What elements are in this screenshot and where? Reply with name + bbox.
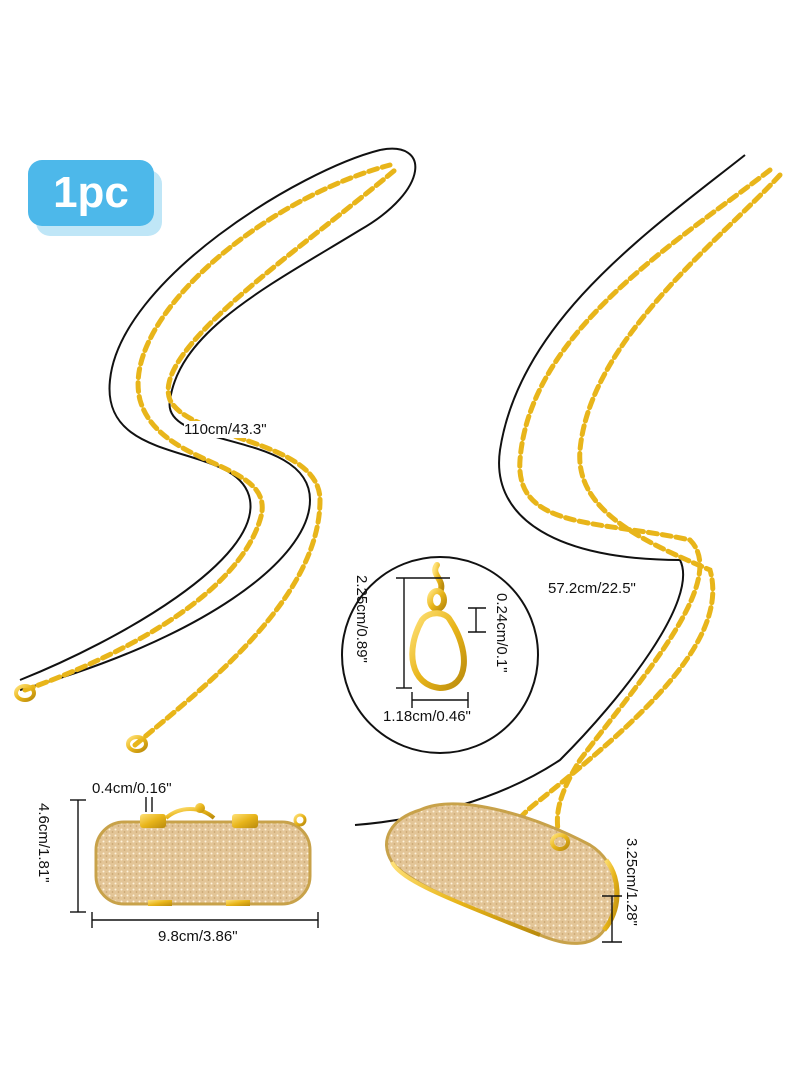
right-chain-strand-a	[517, 167, 773, 843]
clasp-width-label: 1.18cm/0.46"	[383, 708, 471, 725]
lobster-clasp	[409, 562, 467, 692]
case-angled-view	[385, 802, 620, 945]
case-depth-dimension	[602, 895, 622, 943]
left-chain-strand-b	[132, 167, 398, 748]
right-chain-strand-b	[507, 172, 783, 833]
left-chain-outline	[19, 147, 417, 691]
case-front-view	[94, 803, 312, 906]
right-chain-outline	[354, 154, 746, 826]
clasp-length-label: 2.25cm/0.89"	[353, 575, 370, 663]
quantity-badge: 1pc	[28, 160, 162, 236]
chain-total-length-label: 110cm/43.3"	[184, 421, 267, 438]
clasp-thickness-label: 0.24cm/0.1"	[493, 593, 510, 673]
chain-drop-length-label: 57.2cm/22.5"	[548, 580, 636, 597]
clasp-dimension-lines	[396, 577, 486, 708]
left-clasp-b	[126, 735, 148, 753]
left-chain-strand-a	[22, 162, 393, 693]
case-height-label: 4.6cm/1.81"	[35, 803, 52, 883]
case-width-label: 9.8cm/3.86"	[158, 928, 238, 945]
case-depth-label: 3.25cm/1.28"	[623, 838, 640, 926]
clasp-detail-circle	[341, 556, 539, 754]
quantity-badge-text: 1pc	[28, 160, 154, 226]
case-dimension-lines	[70, 790, 319, 928]
hinge-gap-label: 0.4cm/0.16"	[92, 780, 172, 797]
left-clasp-a	[14, 684, 36, 702]
